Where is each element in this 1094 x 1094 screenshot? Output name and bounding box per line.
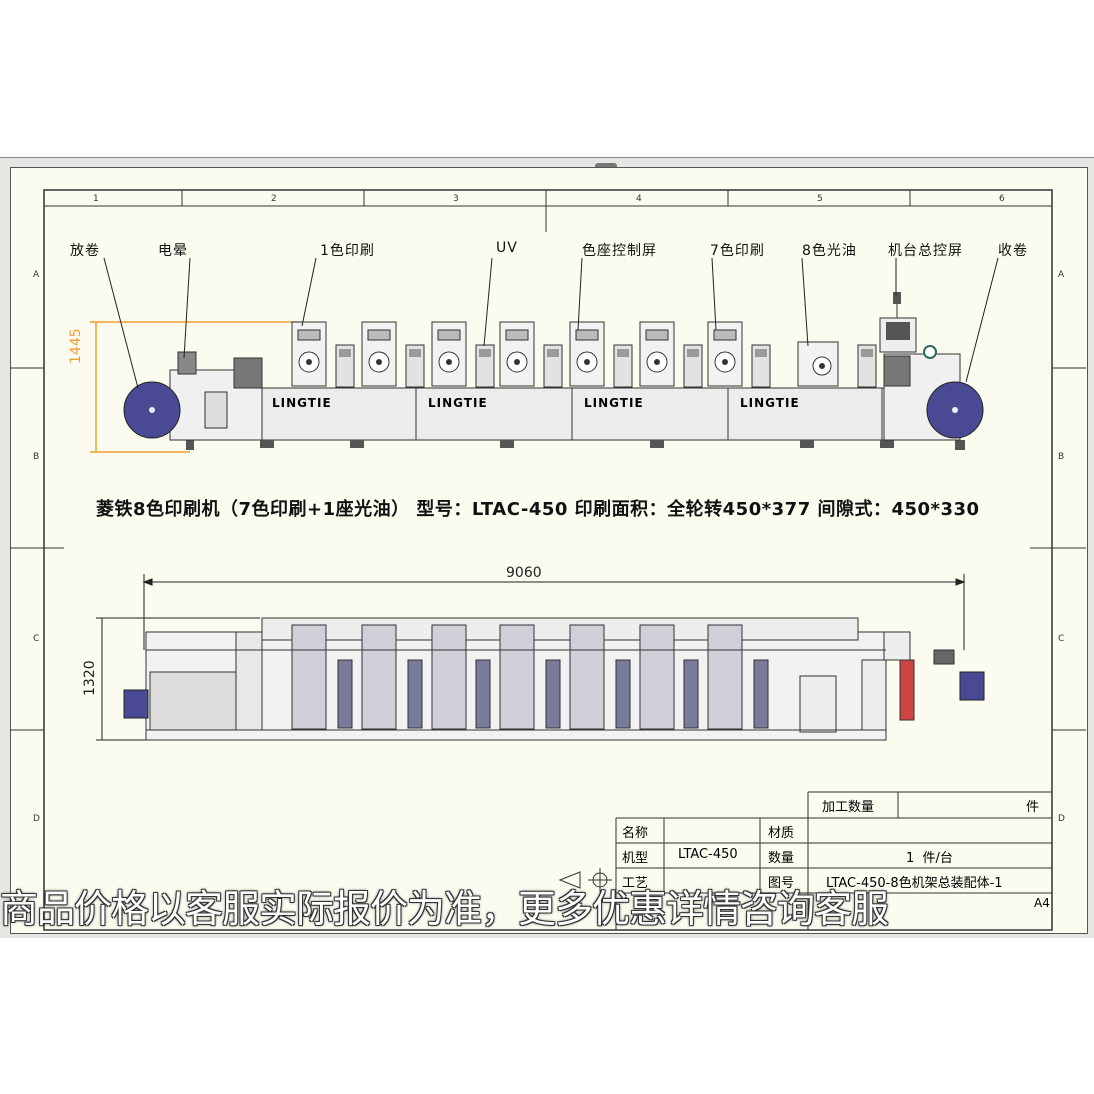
zone-col-2: 2 <box>271 194 277 204</box>
process-label: 工艺 <box>622 876 649 891</box>
zone-row-a-right: A <box>1058 270 1065 280</box>
zone-row-d: D <box>33 814 40 824</box>
count-value: 1 件/台 <box>906 851 953 866</box>
zone-row-d-right: D <box>1058 814 1065 824</box>
callout-unwind: 放卷 <box>70 243 100 259</box>
zone-row-b: B <box>33 452 40 462</box>
height-dimension-value: 1445 <box>68 328 84 364</box>
drawing-label: 图号 <box>768 876 795 891</box>
width-dimension-value: 1320 <box>82 660 98 696</box>
zone-row-b-right: B <box>1058 452 1065 462</box>
print-stations <box>291 321 877 388</box>
count-label: 数量 <box>768 851 795 866</box>
brand-label-3: LINGTIE <box>584 396 644 410</box>
callout-rewind: 收卷 <box>998 243 1028 259</box>
zone-col-5: 5 <box>817 194 823 204</box>
callout-uv: UV <box>496 240 518 256</box>
zone-row-c: C <box>33 634 40 644</box>
brand-label-1: LINGTIE <box>272 396 332 410</box>
callout-corona: 电晕 <box>158 243 188 259</box>
name-label: 名称 <box>622 826 649 841</box>
callout-color-screen: 色座控制屏 <box>582 243 657 259</box>
model-value: LTAC-450 <box>678 847 738 862</box>
drawing-value: LTAC-450-8色机架总装配体-1 <box>826 876 1003 891</box>
height-dimension-line <box>90 321 300 453</box>
qty-unit: 件 <box>1026 800 1040 815</box>
length-dimension-line <box>142 574 966 650</box>
callout-master-panel: 机台总控屏 <box>888 243 963 259</box>
callout-print-1: 1色印刷 <box>320 243 375 259</box>
machine-caption: 菱铁8色印刷机（7色印刷+1座光油） 型号：LTAC-450 印刷面积：全轮转4… <box>96 499 980 520</box>
drawing-sheet <box>10 167 1088 934</box>
callout-leaders <box>103 257 999 389</box>
sheet-size: A4 <box>1034 896 1050 910</box>
zone-col-4: 4 <box>636 194 642 204</box>
brand-label-4: LINGTIE <box>740 396 800 410</box>
zone-row-c-right: C <box>1058 634 1065 644</box>
zone-col-3: 3 <box>453 194 459 204</box>
material-label: 材质 <box>768 826 795 841</box>
zone-row-a: A <box>33 270 40 280</box>
model-label: 机型 <box>622 851 649 866</box>
qty-label: 加工数量 <box>822 800 875 815</box>
callout-print-7: 7色印刷 <box>710 243 765 259</box>
brand-label-2: LINGTIE <box>428 396 488 410</box>
length-dimension-value: 9060 <box>506 565 542 581</box>
price-notice-watermark: 商品价格以客服实际报价为准，更多优惠详情咨询客服 <box>0 887 889 931</box>
title-block-frame <box>558 791 1052 930</box>
callout-varnish-8: 8色光油 <box>802 243 857 259</box>
zone-col-1: 1 <box>93 194 99 204</box>
zone-col-6: 6 <box>999 194 1005 204</box>
